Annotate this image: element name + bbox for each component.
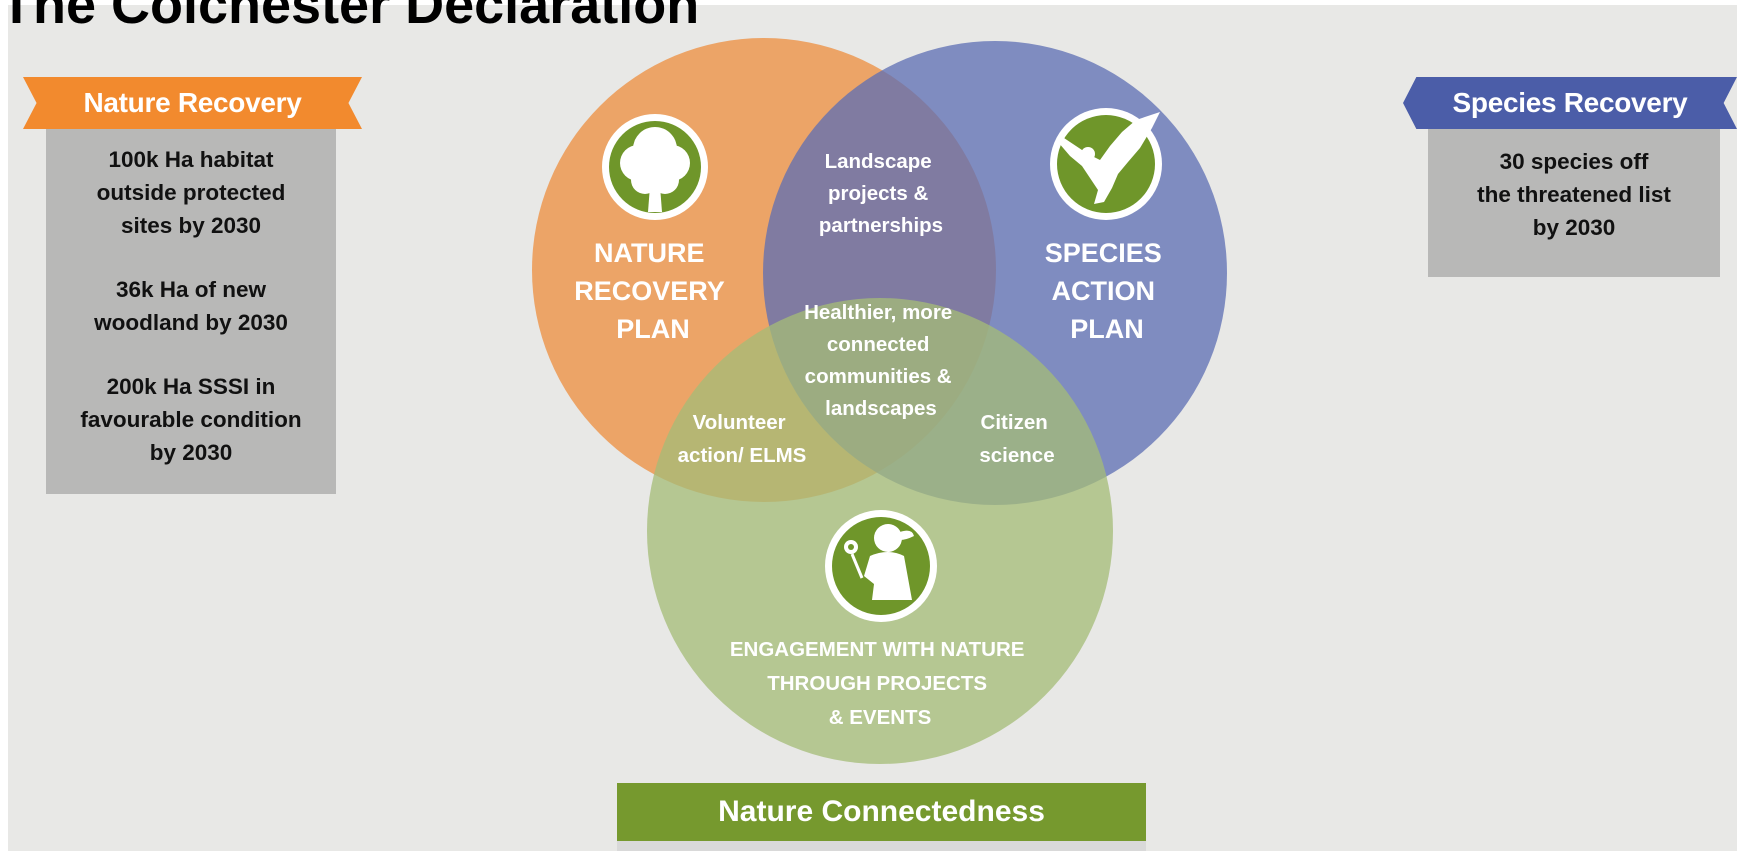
page-title: The Colchester Declaration — [0, 0, 700, 35]
tree-icon — [602, 114, 708, 220]
target-woodland: 36k Ha of new woodland by 2030 — [94, 277, 288, 335]
nature-recovery-plan-label: NATURE RECOVERY PLAN — [574, 238, 732, 344]
volunteer-action-label: Volunteer action/ ELMS — [678, 411, 807, 467]
target-species: 30 species off the threatened list by 20… — [1477, 149, 1671, 240]
landscape-partnerships-label: Landscape projects & partnerships — [819, 150, 943, 237]
target-sssi: 200k Ha SSSI in favourable condition by … — [80, 374, 302, 465]
child-flower-icon — [825, 510, 937, 622]
nature-recovery-ribbon: Nature Recovery — [23, 77, 362, 129]
engagement-label: ENGAGEMENT WITH NATURE THROUGH PROJECTS … — [730, 638, 1030, 729]
center-intersection-label: Healthier, more connected communities & … — [804, 301, 958, 420]
citizen-science-label: Citizen science — [979, 411, 1054, 467]
species-recovery-targets: 30 species off the threatened list by 20… — [1428, 129, 1720, 277]
nature-recovery-targets: 100k Ha habitat outside protected sites … — [46, 129, 336, 494]
bird-icon — [1050, 108, 1162, 220]
nature-connectedness-bar: Nature Connectedness — [617, 783, 1146, 841]
species-action-plan-label: SPECIES ACTION PLAN — [1045, 238, 1170, 344]
nature-connectedness-box — [617, 841, 1146, 851]
species-recovery-ribbon: Species Recovery — [1403, 77, 1737, 129]
target-habitat: 100k Ha habitat outside protected sites … — [96, 147, 286, 238]
